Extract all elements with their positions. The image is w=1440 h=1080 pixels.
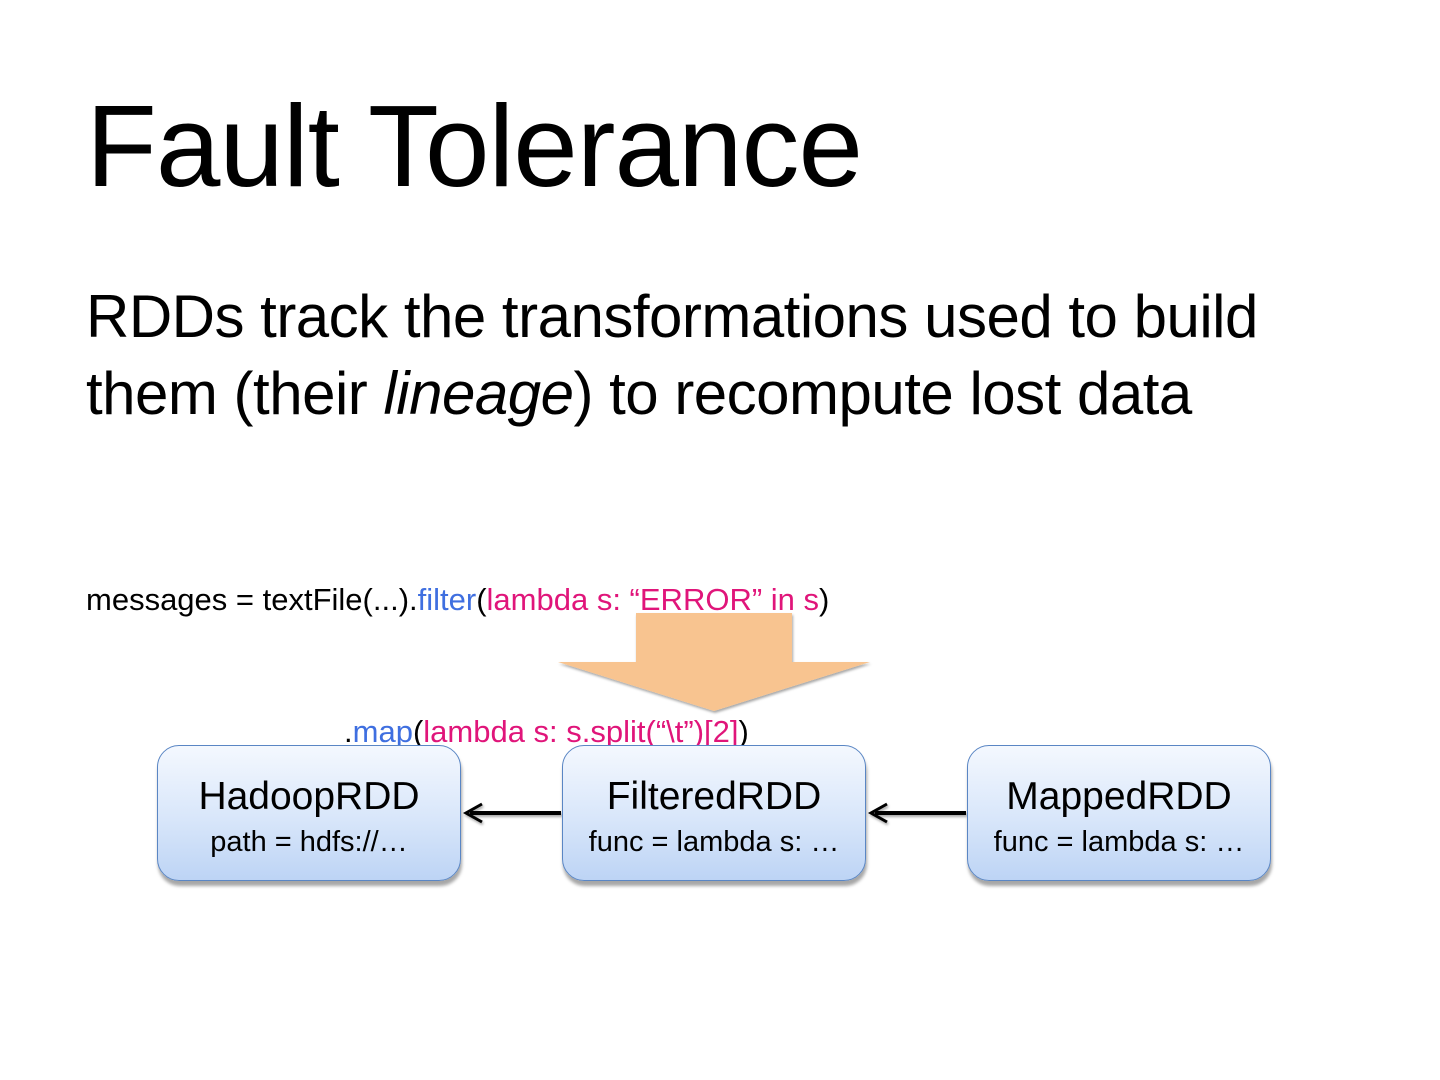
map-lambda: lambda s: s.split(“\t”)[2] — [423, 714, 739, 749]
lineage-arrow-mapped-to-filtered — [867, 802, 966, 824]
body-line-2: them (their lineage) to recompute lost d… — [86, 355, 1406, 432]
node-title: HadoopRDD — [198, 775, 420, 818]
hadoop-rdd-node: HadoopRDD path = hdfs://… — [157, 745, 461, 881]
code-paren-open: ( — [476, 582, 487, 617]
filtered-rdd-node: FilteredRDD func = lambda s: … — [562, 745, 866, 881]
code-line-1: messages = textFile(...).filter(lambda s… — [86, 578, 829, 622]
lineage-term: lineage — [383, 360, 574, 427]
node-title: MappedRDD — [1006, 775, 1232, 818]
code-snippet: messages = textFile(...).filter(lambda s… — [86, 490, 829, 842]
node-detail: func = lambda s: … — [993, 826, 1245, 858]
code-paren-close: ) — [738, 714, 749, 749]
node-detail: path = hdfs://… — [210, 826, 408, 858]
body-line-2-end: ) to recompute lost data — [573, 360, 1192, 427]
slide-title: Fault Tolerance — [86, 81, 863, 211]
filter-lambda: lambda s: “ERROR” in s — [486, 582, 820, 617]
mapped-rdd-node: MappedRDD func = lambda s: … — [967, 745, 1271, 881]
code-paren-close: ) — [819, 582, 830, 617]
body-line-1: RDDs track the transformations used to b… — [86, 283, 1258, 350]
code-line-2: .map(lambda s: s.split(“\t”)[2]) — [86, 710, 829, 754]
node-detail: func = lambda s: … — [588, 826, 840, 858]
code-paren-open: ( — [412, 714, 424, 749]
map-method: map — [352, 714, 413, 749]
filter-method: filter — [417, 582, 477, 617]
code-prefix: messages = textFile(...). — [86, 582, 418, 617]
body-line-2-start: them (their — [86, 360, 384, 427]
body-text: RDDs track the transformations used to b… — [86, 278, 1406, 432]
code-dot: . — [344, 714, 353, 749]
node-title: FilteredRDD — [606, 775, 822, 818]
